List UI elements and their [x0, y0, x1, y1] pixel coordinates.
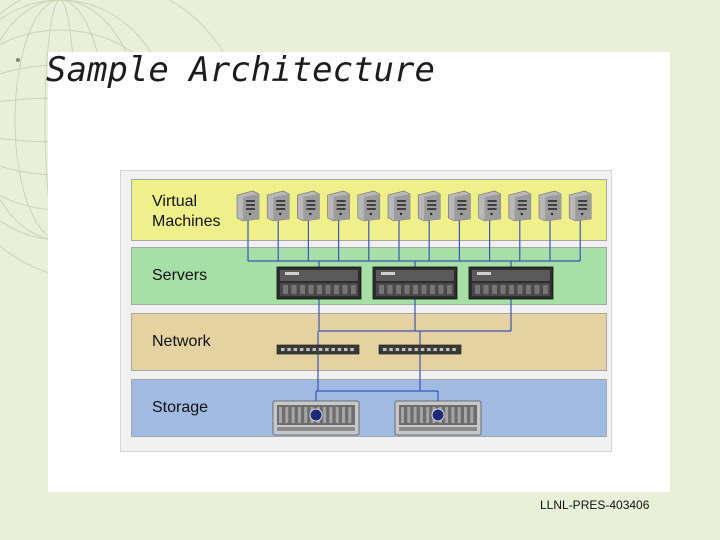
- vm-tower-icon: [538, 190, 562, 222]
- layer-network: Network: [131, 313, 607, 371]
- storage-array-icon: [394, 400, 482, 436]
- vm-tower-icon: [297, 190, 320, 222]
- layer-label-network: Network: [152, 333, 211, 350]
- vm-tower-icon: [357, 190, 381, 222]
- vm-tower-icon: [508, 190, 532, 222]
- rack-server-icon: [276, 266, 362, 300]
- vm-tower-icon: [236, 190, 260, 222]
- layer-label-storage: Storage: [152, 399, 209, 416]
- vm-tower-icon: [568, 190, 592, 222]
- device-icons: [236, 190, 592, 436]
- vm-tower-icon: [448, 190, 471, 222]
- label-line: Machines: [152, 213, 221, 230]
- rack-server-icon: [468, 266, 554, 300]
- vm-tower-icon: [266, 190, 290, 222]
- layer-storage: Storage: [131, 379, 607, 437]
- architecture-diagram: Virtual Machines Servers Network Storage: [120, 170, 612, 452]
- rack-server-icon: [372, 266, 458, 300]
- vm-tower-icon: [327, 190, 350, 222]
- label-line: Virtual: [152, 193, 198, 210]
- storage-array-icon: [272, 400, 360, 436]
- vm-tower-icon: [478, 190, 501, 222]
- layer-label-servers: Servers: [152, 267, 208, 284]
- vm-tower-icon: [417, 190, 441, 222]
- presentation-code: LLNL-PRES-403406: [540, 498, 650, 512]
- network-switch-icon: [276, 344, 360, 355]
- vm-tower-icon: [387, 190, 411, 222]
- layer-label-virtual-machines: Virtual Machines: [152, 192, 242, 232]
- network-switch-icon: [378, 344, 462, 355]
- slide-title: Sample Architecture: [46, 50, 435, 90]
